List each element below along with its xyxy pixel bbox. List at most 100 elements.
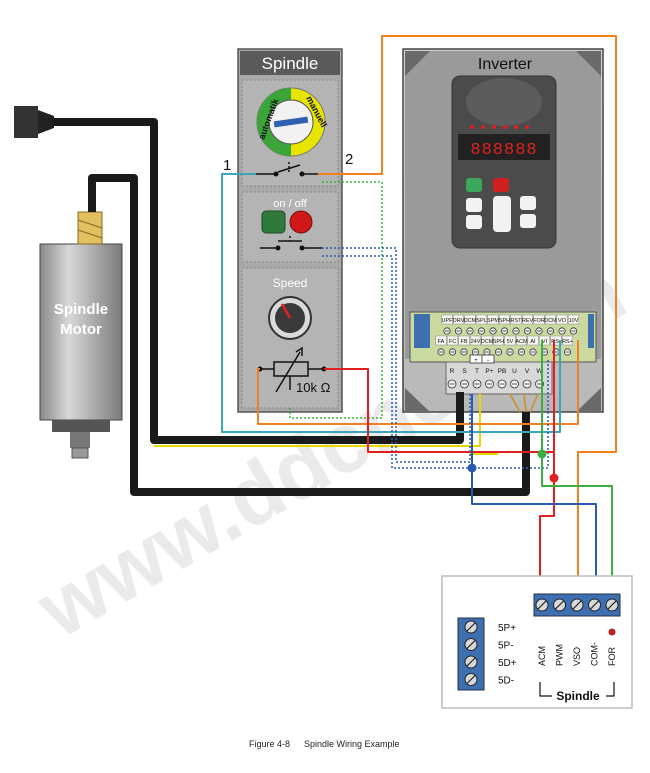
terminal-label: 5V	[507, 339, 514, 345]
power-terminal-label: U	[512, 368, 517, 375]
power-terminal-label: R	[450, 368, 455, 375]
terminal-label-box	[550, 335, 562, 346]
terminal-label: DCM	[481, 339, 494, 345]
terminal-label-box	[487, 314, 499, 325]
inverter-key	[520, 196, 536, 210]
terminal-label: SPH	[493, 339, 504, 345]
terminal-label-box	[545, 314, 556, 325]
power-terminal-label: T	[475, 368, 479, 375]
terminal-label-box	[522, 314, 533, 325]
terminal-label: SPH	[499, 318, 510, 324]
terminal-label: FOR	[533, 318, 545, 324]
controller-left-label: 5D-	[498, 676, 514, 687]
terminal-label-box	[441, 314, 453, 325]
terminal-label-box	[453, 314, 464, 325]
terminal-label-box	[562, 335, 573, 346]
terminal-label: SPL	[476, 318, 486, 324]
controller-left-terminals: 5P+5P-5D+5D-	[464, 620, 517, 687]
inverter-key	[466, 215, 482, 229]
terminal-label: AI	[530, 339, 536, 345]
mains-plug	[14, 106, 54, 138]
figure-title: Spindle Wiring Example	[304, 739, 400, 749]
terminal-label: RS-	[551, 339, 561, 345]
power-terminal-label: W	[536, 368, 543, 375]
terminal-label: 24V	[471, 339, 481, 345]
junction-dot	[467, 463, 477, 473]
spindle-motor: Spindle Motor	[39, 211, 123, 459]
wires	[52, 35, 617, 596]
terminal-label-box	[527, 335, 539, 346]
inverter-key	[520, 214, 536, 228]
terminal-label-box	[533, 314, 545, 325]
power-terminal-label: S	[462, 368, 467, 375]
terminal-label: DCM	[464, 318, 477, 324]
power-terminal-label: P+	[485, 368, 493, 375]
power-terminal-label: PB	[498, 368, 507, 375]
inverter-run-button	[466, 178, 482, 192]
onoff-contact	[260, 236, 322, 249]
terminal-label-box	[458, 335, 470, 346]
controller-right-label: FOR	[607, 647, 617, 666]
terminal-1-label: 1	[223, 157, 231, 174]
controller-right-label: VSO	[572, 647, 582, 666]
terminal-label-box	[481, 335, 493, 346]
terminal-label: DCM	[544, 318, 557, 324]
terminal-label-box	[435, 335, 447, 346]
terminal-label: RST	[511, 318, 523, 324]
speed-knob	[268, 296, 312, 340]
controller-spindle-label: Spindle	[556, 689, 600, 703]
terminal-label: UPF	[442, 318, 454, 324]
terminal-label-box	[493, 335, 504, 346]
terminal-label-box	[470, 335, 481, 346]
inverter-updown-key	[493, 196, 511, 232]
mode-selector-switch: automatik manuell	[256, 87, 329, 157]
terminal-2-label: 2	[345, 151, 353, 168]
speed-label: Speed	[273, 276, 308, 290]
terminal-label-box	[516, 335, 527, 346]
terminal-label-box	[504, 335, 516, 346]
inverter-leds	[470, 125, 529, 129]
inverter-stop-button	[493, 178, 509, 192]
terminal-label-box	[539, 335, 550, 346]
terminal-label: VI	[542, 339, 548, 345]
controller-right-terminals: ACM PWM VSO COM- FOR	[535, 598, 619, 666]
terminal-label-box	[476, 314, 487, 325]
controller-right-label: ACM	[537, 646, 547, 666]
inverter-key	[466, 198, 482, 212]
potentiometer-symbol	[260, 346, 324, 393]
status-led	[608, 628, 616, 636]
terminal-label: DRV	[453, 318, 465, 324]
controller-right-label: PWM	[555, 644, 565, 666]
inverter-title: Inverter	[478, 56, 533, 73]
terminal-label-box	[499, 314, 510, 325]
terminal-label: 10V	[569, 318, 579, 324]
terminal-label-box	[568, 314, 579, 325]
terminal-label: RS+	[562, 339, 573, 345]
spindle-control-panel: Spindle automatik manuell 1 2 on / off	[223, 48, 353, 413]
controller-right-label: COM-	[590, 642, 600, 666]
controller-left-label: 5P-	[498, 641, 514, 652]
inverter-display: 888888	[470, 141, 537, 160]
terminal-label: REV	[522, 318, 534, 324]
terminal-label-box	[464, 314, 476, 325]
terminal-label: FB	[460, 339, 467, 345]
power-terminal-label: V	[525, 368, 530, 375]
junction-dot	[537, 449, 547, 459]
pot-value-label: 10k Ω	[296, 380, 331, 395]
on-button	[261, 210, 286, 234]
terminal-label-box	[447, 335, 458, 346]
onoff-label: on / off	[273, 198, 307, 210]
figure-number: Figure 4-8	[249, 739, 290, 749]
off-button	[289, 210, 313, 234]
terminal-label: SPM	[487, 318, 499, 324]
terminal-label-box	[510, 314, 522, 325]
power-minus-label: −	[486, 358, 490, 364]
terminal-label: FC	[449, 339, 456, 345]
controller-left-label: 5D+	[498, 658, 517, 669]
terminal-label-box	[556, 314, 568, 325]
